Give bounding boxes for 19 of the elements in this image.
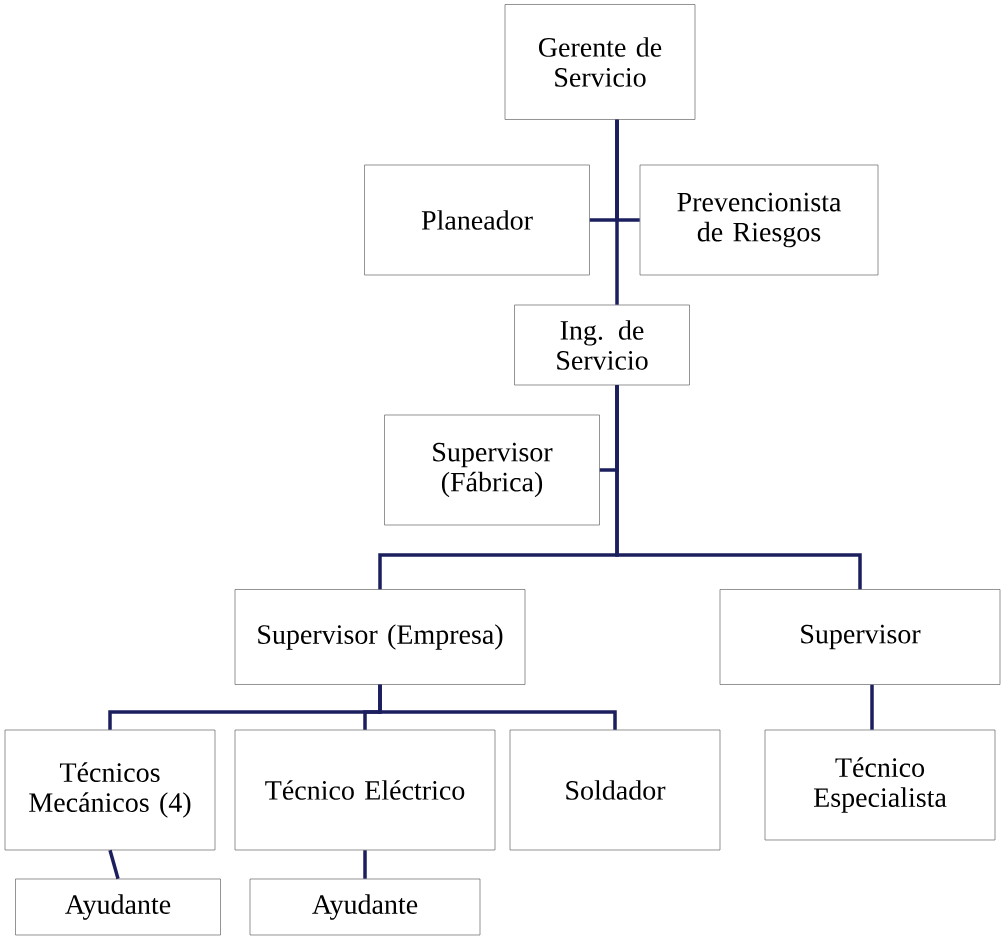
connector-line [615, 385, 862, 590]
connector-line [615, 119, 619, 305]
position-box: Ing. de Servicio [514, 304, 690, 386]
connector-line [378, 684, 617, 730]
position-box: Planeador [364, 164, 590, 276]
position-box: Prevencionista de Riesgos [639, 164, 879, 276]
position-box: Soldador [509, 729, 721, 851]
connector-line [870, 684, 874, 730]
position-box: Gerente de Servicio [504, 4, 696, 120]
position-box: Supervisor [719, 589, 1001, 685]
connector-line [363, 850, 367, 879]
position-box: Ayudante [249, 878, 481, 936]
position-box: Ayudante [15, 878, 221, 936]
position-box: Técnicos Mecánicos (4) [4, 729, 216, 851]
position-box: Supervisor (Fábrica) [384, 414, 600, 526]
connector-line [108, 849, 120, 880]
position-box: Técnico Eléctrico [234, 729, 496, 851]
position-box: Supervisor (Empresa) [234, 589, 526, 685]
position-box: Técnico Especialista [764, 729, 996, 841]
